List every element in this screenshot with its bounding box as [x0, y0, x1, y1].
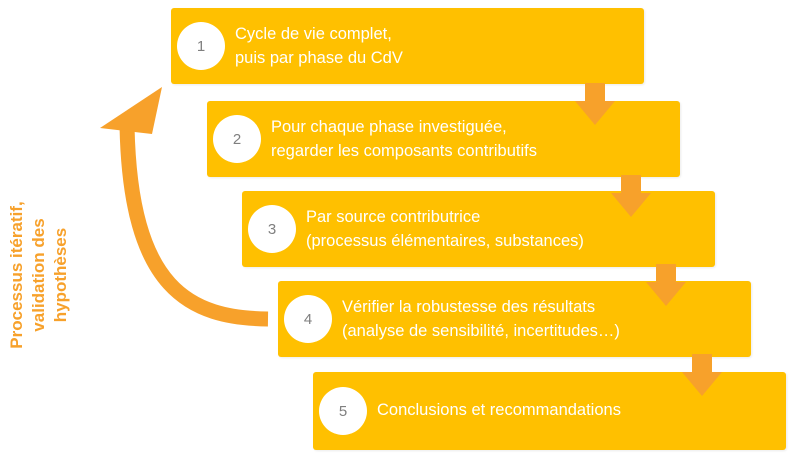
step-1-line-1: Cycle de vie complet, [235, 25, 392, 43]
step-1-line-2: puis par phase du CdV [235, 49, 403, 67]
step-3-line-2: (processus élémentaires, substances) [306, 232, 584, 250]
step-1-number-badge: 1 [177, 22, 225, 70]
down-arrow-icon [682, 354, 722, 396]
iterative-process-label-line-2: validation des [29, 218, 48, 332]
down-arrow-icon [611, 175, 651, 217]
step-3-line-1: Par source contributrice [306, 208, 481, 226]
step-4-line-1: Vérifier la robustesse des résultats [342, 298, 596, 316]
down-arrow-icon [575, 83, 615, 125]
step-3-box: 3 Par source contributrice (processus él… [242, 191, 715, 267]
iterative-process-label-line-3: hypothèses [51, 227, 70, 323]
step-4-text: Vérifier la robustesse des résultats (an… [342, 295, 743, 343]
step-2-line-2: regarder les composants contributifs [271, 142, 537, 160]
step-3-number-badge: 3 [248, 205, 296, 253]
step-2-number-badge: 2 [213, 115, 261, 163]
step-2-text: Pour chaque phase investiguée, regarder … [271, 115, 672, 163]
step-5-number-badge: 5 [319, 387, 367, 435]
cycle-arrow-head [100, 87, 162, 134]
step-4-number-badge: 4 [284, 295, 332, 343]
down-arrow-icon [646, 264, 686, 306]
step-1-box: 1 Cycle de vie complet, puis par phase d… [171, 8, 644, 84]
step-4-line-2: (analyse de sensibilité, incertitudes…) [342, 322, 620, 340]
step-2-line-1: Pour chaque phase investiguée, [271, 118, 507, 136]
step-4-box: 4 Vérifier la robustesse des résultats (… [278, 281, 751, 357]
step-5-line-1: Conclusions et recommandations [377, 401, 621, 419]
iterative-process-label: Processus itératif, validation des hypot… [6, 165, 72, 385]
step-5-text: Conclusions et recommandations [377, 398, 778, 422]
cycle-arrow-shaft [119, 124, 269, 327]
step-3-text: Par source contributrice (processus élém… [306, 205, 707, 253]
step-1-text: Cycle de vie complet, puis par phase du … [235, 22, 636, 70]
iterative-process-label-line-1: Processus itératif, [7, 201, 26, 349]
